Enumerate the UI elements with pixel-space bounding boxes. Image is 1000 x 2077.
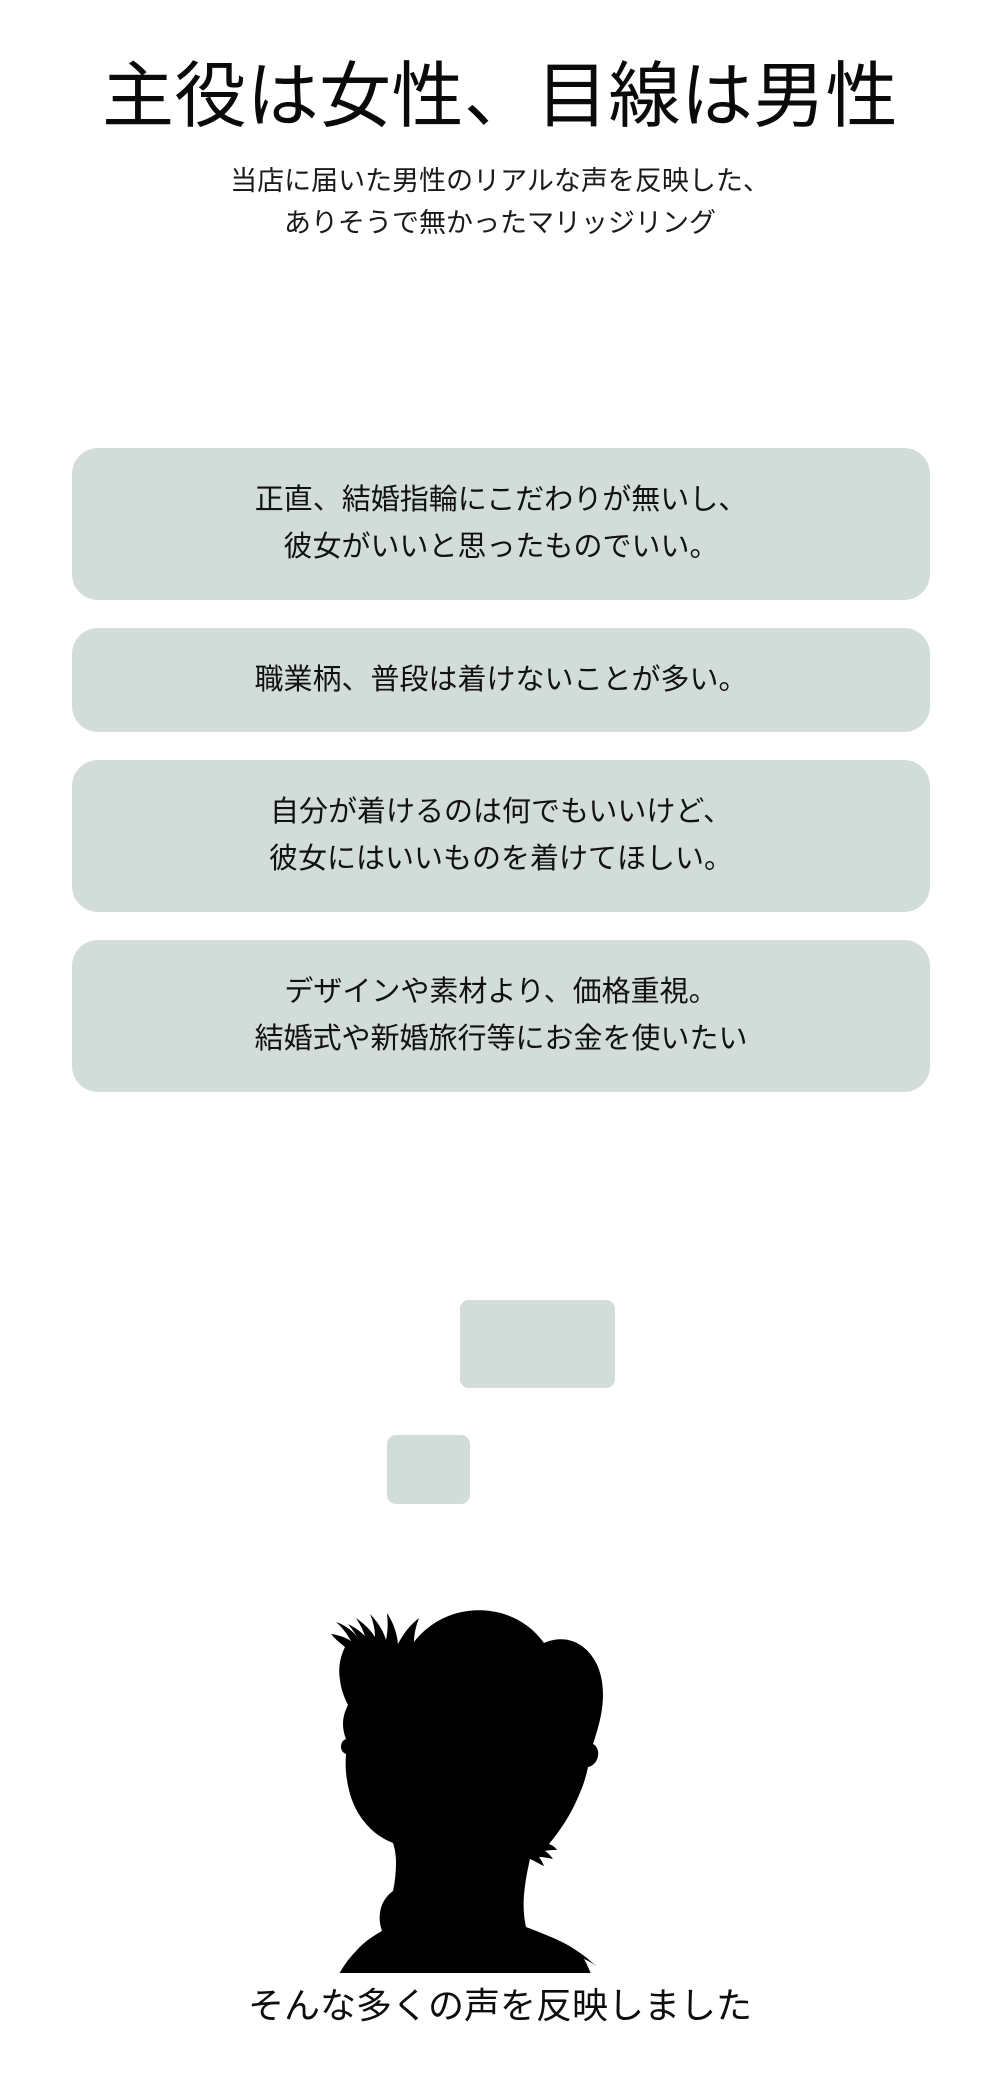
speech-tail-large-icon	[460, 1300, 615, 1388]
quote-line: 彼女がいいと思ったものでいい。	[283, 531, 719, 563]
quote-card: 職業柄、普段は着けないことが多い。	[72, 628, 930, 732]
quote-line: 結婚式や新婚旅行等にお金を使いたい	[254, 1023, 748, 1055]
page-subtitle: 当店に届いた男性のリアルな声を反映した、 ありそうで無かったマリッジリング	[0, 137, 1000, 245]
quote-line: 正直、結婚指輪にこだわりが無いし、	[254, 484, 748, 517]
quote-line: 職業柄、普段は着けないことが多い。	[254, 663, 748, 696]
quote-card-list: 正直、結婚指輪にこだわりが無いし、 彼女がいいと思ったものでいい。 職業柄、普段…	[72, 448, 930, 1120]
page-title: 主役は女性、目線は男性	[102, 57, 898, 137]
page-subtitle-line-1: 当店に届いた男性のリアルな声を反映した、	[230, 166, 770, 197]
quote-card: 正直、結婚指輪にこだわりが無いし、 彼女がいいと思ったものでいい。	[72, 448, 930, 600]
quote-line: 自分が着けるのは何でもいいけど、	[270, 796, 732, 829]
quote-line: デザインや素材より、価格重視。	[284, 976, 718, 1009]
quote-line: 彼女にはいいものを着けてほしい。	[268, 843, 733, 875]
page-subtitle-line-2: ありそうで無かったマリッジリング	[284, 208, 716, 239]
footer-caption: そんな多くの声を反映しました	[247, 1985, 752, 2026]
speech-tail-small-icon	[387, 1435, 470, 1504]
quote-card: 自分が着けるのは何でもいいけど、 彼女にはいいものを着けてほしい。	[72, 760, 930, 912]
quote-card: デザインや素材より、価格重視。 結婚式や新婚旅行等にお金を使いたい	[72, 940, 930, 1092]
male-profile-silhouette-icon	[264, 1573, 664, 1973]
page-header: 主役は女性、目線は男性 当店に届いた男性のリアルな声を反映した、 ありそうで無か…	[0, 0, 1000, 245]
